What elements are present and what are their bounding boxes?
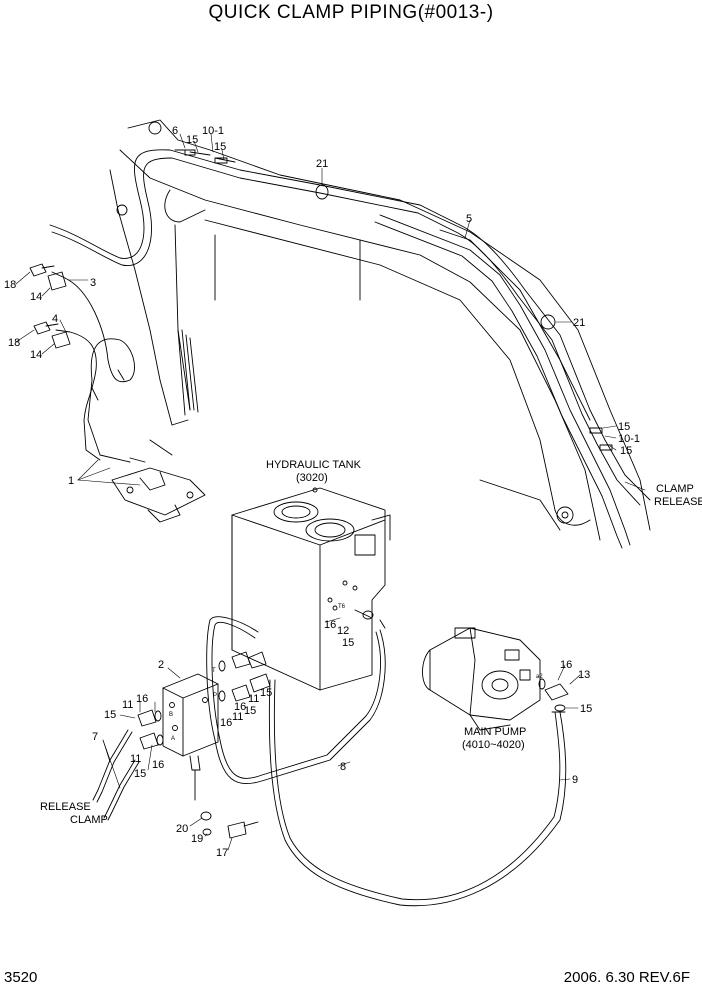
port-p-label: P [213,693,217,699]
callout-15: 15 [260,687,272,699]
page-number: 3520 [4,969,38,986]
callout-11: 11 [248,693,259,705]
callout-18: 18 [4,279,16,291]
callout-16: 16 [152,759,164,771]
callout-15: 15 [618,421,630,433]
callout-3: 3 [90,277,96,289]
callout-7: 7 [92,731,98,743]
callout-8: 8 [340,761,346,773]
callout-6: 6 [172,125,178,137]
callout-15: 15 [580,703,592,715]
callout-11: 11 [232,711,243,723]
arm-hoses [51,271,206,523]
release-label-valve: RELEASE [40,801,91,813]
callout-10-1: 10-1 [618,433,640,445]
callout-18: 18 [8,337,20,349]
callout-15: 15 [342,637,354,649]
callout-16: 16 [234,701,246,713]
main-pump [422,627,541,731]
callout-10-1: 10-1 [202,125,224,137]
callout-15: 15 [214,141,226,153]
leader-lines [15,133,646,851]
callout-15: 15 [134,768,146,780]
fittings [137,651,569,839]
valve-block [162,673,219,801]
revision-date: 2006. 6.30 REV.6F [563,969,690,986]
callout-17: 17 [216,847,228,859]
left-small-parts [29,263,71,349]
hydraulic-tank-ref: (3020) [296,472,328,484]
port-t-label: T [212,668,216,674]
main-pump-label: MAIN PUMP [464,726,526,738]
port-b-label: B [169,712,173,718]
port-a-label: A [171,736,175,742]
boom-pipes [49,149,651,549]
callout-11: 11 [130,753,141,765]
callout-numbers: 6 10-1 15 15 21 5 21 15 10-1 15 18 14 3 … [4,125,640,859]
callout-19: 19 [191,833,203,845]
callout-16: 16 [136,693,148,705]
callout-12: 12 [337,625,349,637]
callout-20: 20 [176,823,188,835]
callout-13: 13 [578,669,590,681]
callout-21: 21 [573,317,585,329]
callout-11: 11 [122,699,133,711]
text-labels: HYDRAULIC TANK (3020) MAIN PUMP (4010~40… [40,459,702,826]
page-title: QUICK CLAMP PIPING(#0013-) [208,2,494,23]
callout-4: 4 [52,313,58,325]
callout-14: 14 [30,291,42,303]
callout-1: 1 [68,475,74,487]
hydraulic-tank [231,487,391,691]
callout-15: 15 [186,134,198,146]
callout-16: 16 [220,717,232,729]
callout-16: 16 [560,659,572,671]
callout-5: 5 [466,213,472,225]
hydraulic-tank-label: HYDRAULIC TANK [266,459,362,471]
callout-21: 21 [316,158,328,170]
callout-15: 15 [244,705,256,717]
clamp-label-valve: CLAMP [70,814,108,826]
main-pump-ref: (4010~4020) [462,739,525,751]
port-t6-label: T6 [338,604,346,610]
callout-15: 15 [104,709,116,721]
boom-drawing [109,119,651,541]
callout-9: 9 [572,774,578,786]
callout-16: 16 [324,619,336,631]
callout-15: 15 [620,445,632,457]
hose-lines [92,616,567,907]
callout-14: 14 [30,349,42,361]
release-label-boom: RELEASE [654,496,702,508]
port-a2-label: a2 [536,674,543,680]
callout-2: 2 [158,659,164,671]
clamp-label-boom: CLAMP [656,483,694,495]
